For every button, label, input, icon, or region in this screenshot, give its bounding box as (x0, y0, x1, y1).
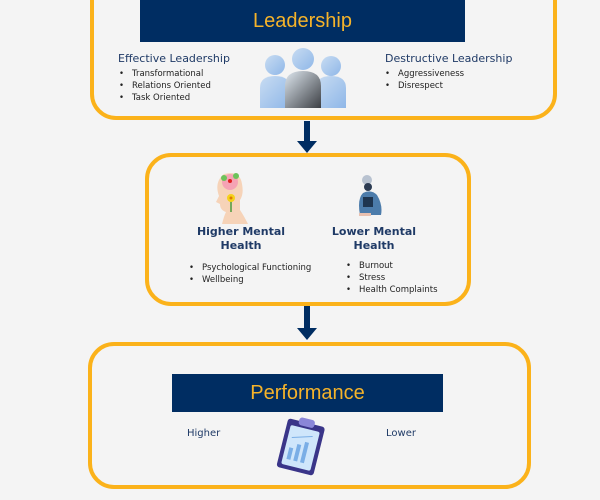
arrow-down-icon (297, 121, 317, 153)
leadership-banner: Leadership (140, 0, 465, 42)
performance-higher-label: Higher (187, 428, 221, 439)
list-item: Relations Oriented (119, 80, 211, 92)
effective-leadership-heading: Effective Leadership (118, 52, 230, 65)
destructive-leadership-list: Aggressiveness Disrespect (385, 68, 464, 92)
people-group-icon (260, 48, 346, 108)
heading-line: Health (353, 239, 395, 252)
list-item: Disrespect (385, 80, 464, 92)
list-item: Health Complaints (346, 284, 438, 296)
list-item: Stress (346, 272, 438, 284)
destructive-leadership-heading: Destructive Leadership (385, 52, 513, 65)
heading-line: Health (220, 239, 262, 252)
list-item: Burnout (346, 260, 438, 272)
lower-mental-health-list: Burnout Stress Health Complaints (346, 260, 438, 296)
happy-head-icon (216, 173, 248, 224)
list-item: Task Oriented (119, 92, 211, 104)
list-item: Psychological Functioning (189, 262, 311, 274)
performance-banner: Performance (172, 374, 443, 412)
heading-line: Higher Mental (196, 225, 286, 238)
list-item: Transformational (119, 68, 211, 80)
performance-lower-label: Lower (386, 428, 416, 439)
effective-leadership-list: Transformational Relations Oriented Task… (119, 68, 211, 104)
clipboard-chart-icon (276, 417, 325, 476)
list-item: Aggressiveness (385, 68, 464, 80)
higher-mental-health-list: Psychological Functioning Wellbeing (189, 262, 311, 286)
arrow-down-icon (297, 306, 317, 340)
sad-person-icon (359, 175, 382, 216)
heading-line: Lower Mental (331, 225, 417, 238)
list-item: Wellbeing (189, 274, 311, 286)
